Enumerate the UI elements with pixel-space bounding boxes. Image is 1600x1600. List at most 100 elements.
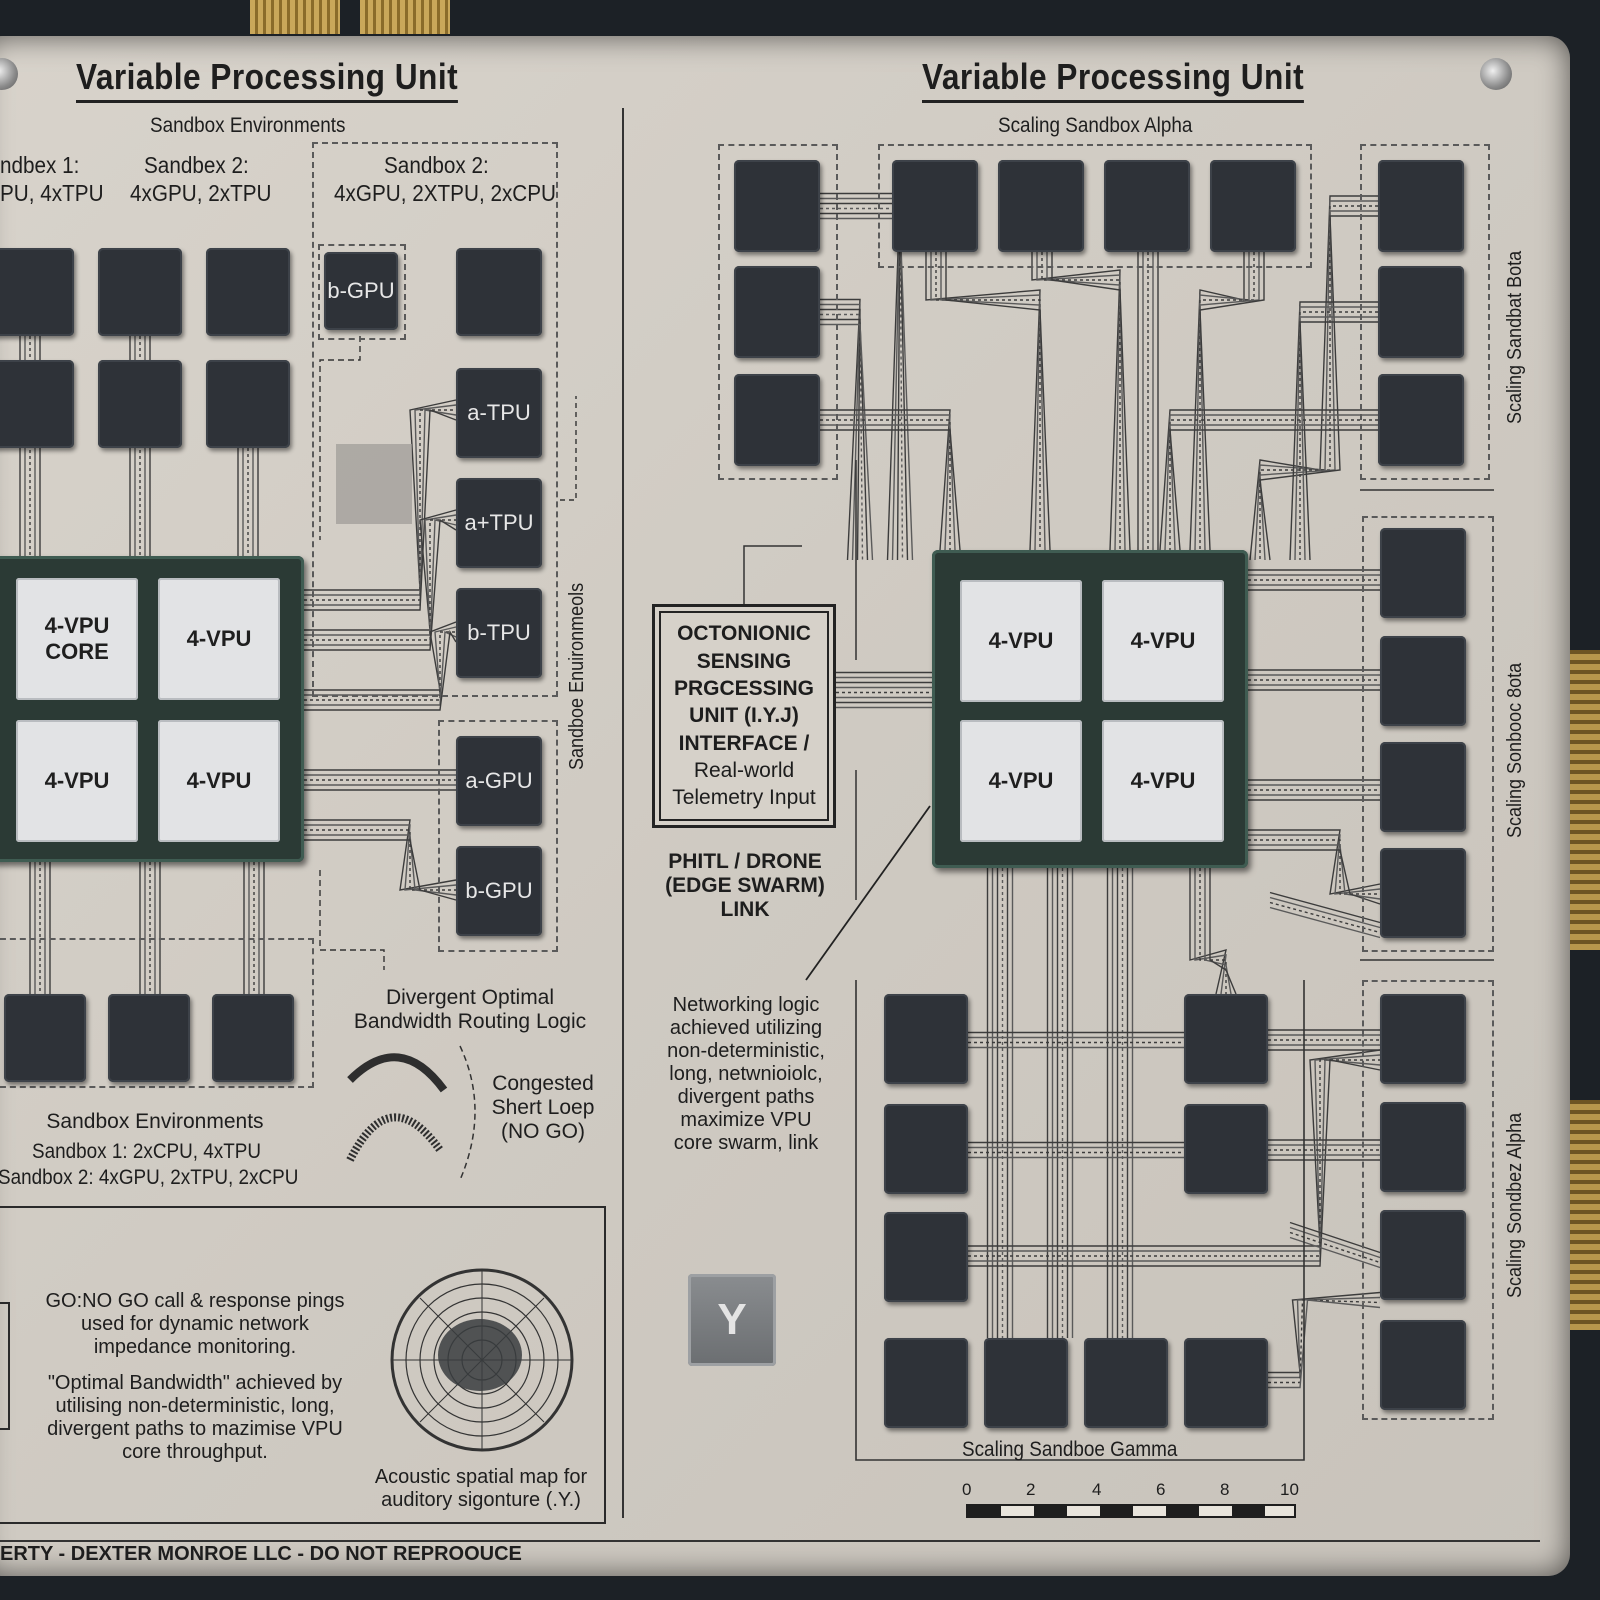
routing-logic-label: Divergent Optimal Bandwidth Routing Logi… — [340, 986, 600, 1034]
trace-dashed-side — [560, 396, 576, 500]
chip-l-4 — [0, 360, 74, 448]
interface-line-2: SENSING — [697, 648, 792, 675]
sandbox-1-name: ndbex 1: — [0, 152, 79, 179]
chip-b-tpu: b-TPU — [456, 588, 542, 678]
chip-r-bot-1 — [1380, 994, 1466, 1084]
left-top-section-label: Sandbox Environments — [150, 114, 345, 138]
left-vpu-core-3: 4-VPU — [16, 720, 138, 842]
left-vpu-core-4: 4-VPU — [158, 720, 280, 842]
optimal-bandwidth-text: "Optimal Bandwidth" achieved by utilisin… — [20, 1372, 370, 1464]
scale-bar — [966, 1504, 1296, 1518]
sandbox-1-spec: PU, 4xTPU — [0, 180, 104, 207]
chip-r-mid-3 — [1380, 742, 1466, 832]
routing-arrow-bottom — [350, 1117, 440, 1160]
info-box-tab — [0, 1302, 10, 1430]
chip-r-bot-2 — [1380, 1102, 1466, 1192]
chip-g-1 — [884, 994, 968, 1084]
left-vpu-core-2: 4-VPU — [158, 578, 280, 700]
chip-l-bottom-2 — [108, 994, 190, 1082]
chip-l-bottom-3 — [212, 994, 294, 1082]
chip-l-3 — [206, 248, 290, 336]
chip-r-right-1 — [1378, 160, 1464, 252]
scale-tick-6: 6 — [1156, 1480, 1165, 1500]
trace-right-5 — [1037, 252, 1120, 550]
chip-r-mid-1 — [1380, 528, 1466, 618]
chip-l-6 — [206, 360, 290, 448]
heat-pad — [336, 444, 412, 524]
scale-tick-10: 10 — [1280, 1480, 1299, 1500]
networking-logic-text: Networking logic achieved utilizing non-… — [646, 994, 846, 1155]
trace-dashed-arrow — [320, 870, 384, 970]
right-panel-title: Variable Processing Unit — [922, 56, 1304, 103]
chip-g-6 — [884, 1338, 968, 1428]
chip-r-mid-2 — [1380, 636, 1466, 726]
trace-right-18 — [1205, 868, 1231, 994]
trace-right-5 — [1032, 252, 1120, 550]
chip-a-tpu-1: a-TPU — [456, 368, 542, 458]
scale-tick-4: 4 — [1092, 1480, 1101, 1500]
chip-r-mid-4 — [1380, 848, 1466, 938]
left-panel-title: Variable Processing Unit — [76, 56, 458, 103]
trace-left-8 — [304, 835, 456, 895]
bottom-sandbox-line-2: Sandbox 2: 4xGPU, 2xTPU, 2xCPU — [0, 1166, 298, 1190]
chip-g-3 — [884, 1212, 968, 1302]
trace-right-10 — [1170, 430, 1378, 550]
footer-rule — [0, 1540, 1540, 1542]
chip-r-left-2 — [734, 266, 820, 358]
interface-line-4: UNIT (I.Y.J) — [689, 702, 799, 729]
right-vpu-core-2: 4-VPU — [1102, 580, 1224, 702]
side-label-mid: Scaling Sonbooc 8ota — [1504, 663, 1527, 838]
scaling-sandbox-alpha-label: Scaling Sandbox Alpha — [998, 114, 1192, 138]
left-bottom-section-label: Sandbox Environments — [20, 1110, 290, 1134]
trace-right-10 — [1170, 425, 1378, 550]
trace-left-8 — [304, 820, 456, 890]
side-label-top: Scaling Sandbat Bota — [1504, 251, 1527, 424]
trace-phitl-up — [744, 546, 802, 604]
interface-line-6: Real-world — [694, 757, 794, 784]
routing-loop — [460, 1046, 475, 1180]
chip-r-top-1 — [892, 160, 978, 252]
chip-l-5 — [98, 360, 182, 448]
scale-tick-0: 0 — [962, 1480, 971, 1500]
phitl-drone-label: PHITL / DRONE (EDGE SWARM) LINK — [650, 850, 840, 922]
chip-l-top-right — [456, 248, 542, 336]
chip-r-top-2 — [998, 160, 1084, 252]
octonionic-interface-box: OCTONIONIC SENSING PRGCESSING UNIT (I.Y.… — [652, 604, 836, 828]
trace-right-14 — [1248, 840, 1380, 894]
side-label-bottom: Scaling Sondbez Alpha — [1504, 1113, 1527, 1298]
chip-a-tpu-2: a+TPU — [456, 478, 542, 568]
chip-g-5 — [1184, 1104, 1268, 1194]
trace-right-18 — [1200, 868, 1226, 994]
trace-right-3 — [820, 410, 950, 550]
trace-left-8 — [304, 840, 456, 900]
chip-l-bottom-1 — [4, 994, 86, 1082]
interface-line-7: Telemetry Input — [672, 784, 816, 811]
chip-r-top-4 — [1210, 160, 1296, 252]
chip-g-8 — [1084, 1338, 1168, 1428]
routing-arrow-top — [350, 1057, 444, 1090]
sandbox-2-name: Sandbex 2: — [144, 152, 249, 179]
chip-g-9 — [1184, 1338, 1268, 1428]
trace-right-10 — [1170, 420, 1378, 550]
sandbox-2-spec: 4xGPU, 2xTPU — [130, 180, 271, 207]
chip-g-2 — [884, 1104, 968, 1194]
right-vpu-core-1: 4-VPU — [960, 580, 1082, 702]
footer-notice: ERTY - DEXTER MONROE LLC - DO NOT REPROO… — [0, 1543, 522, 1566]
right-vpu-core-3: 4-VPU — [960, 720, 1082, 842]
go-no-go-text: GO:NO GO call & response pings used for … — [20, 1290, 370, 1359]
chip-l-1 — [0, 248, 74, 336]
scale-tick-8: 8 — [1220, 1480, 1229, 1500]
chip-g-7 — [984, 1338, 1068, 1428]
interface-line-1: OCTONIONIC — [677, 620, 811, 647]
scale-tick-2: 2 — [1026, 1480, 1035, 1500]
chip-r-right-2 — [1378, 266, 1464, 358]
chip-b-gpu-small: b-GPU — [324, 252, 398, 330]
trace-right-3 — [820, 425, 955, 550]
chip-r-bot-3 — [1380, 1210, 1466, 1300]
left-sandbox-frame-bottom — [438, 720, 558, 952]
chip-r-top-3 — [1104, 160, 1190, 252]
bottom-sandbox-line-1: Sandbox 1: 2xCPU, 4xTPU — [32, 1140, 261, 1164]
trace-left-8 — [304, 830, 456, 890]
chip-r-left-1 — [734, 160, 820, 252]
